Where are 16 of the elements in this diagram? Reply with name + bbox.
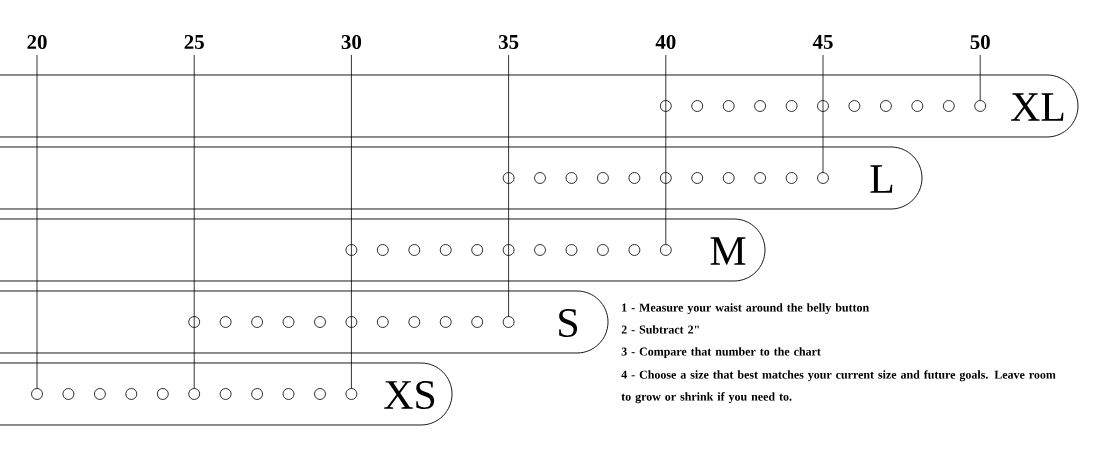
scale-number: 45 — [812, 35, 833, 49]
instruction: 4 - Choose a size that best matches your current size and future goals. Leave room to grow or shrink if you need to. — [621, 370, 1056, 404]
belt: L — [0, 146, 923, 210]
scale-number: 20 — [27, 34, 47, 50]
belt: XL — [0, 74, 1079, 138]
scale-number: 25 — [184, 34, 204, 49]
instruction: 3 - Compare that number to the chart — [621, 347, 821, 359]
instruction: 1 - Measure your waist around the belly button — [622, 303, 869, 315]
scale-number: 50 — [970, 34, 990, 50]
instruction: 2 - Subtract 2" — [621, 325, 699, 334]
scale-number: 30 — [341, 34, 362, 50]
belt: XS — [0, 362, 453, 426]
scale-number: 35 — [498, 34, 519, 49]
scale-number: 40 — [655, 34, 676, 50]
belt: S — [0, 290, 609, 354]
belt: M — [0, 218, 766, 282]
